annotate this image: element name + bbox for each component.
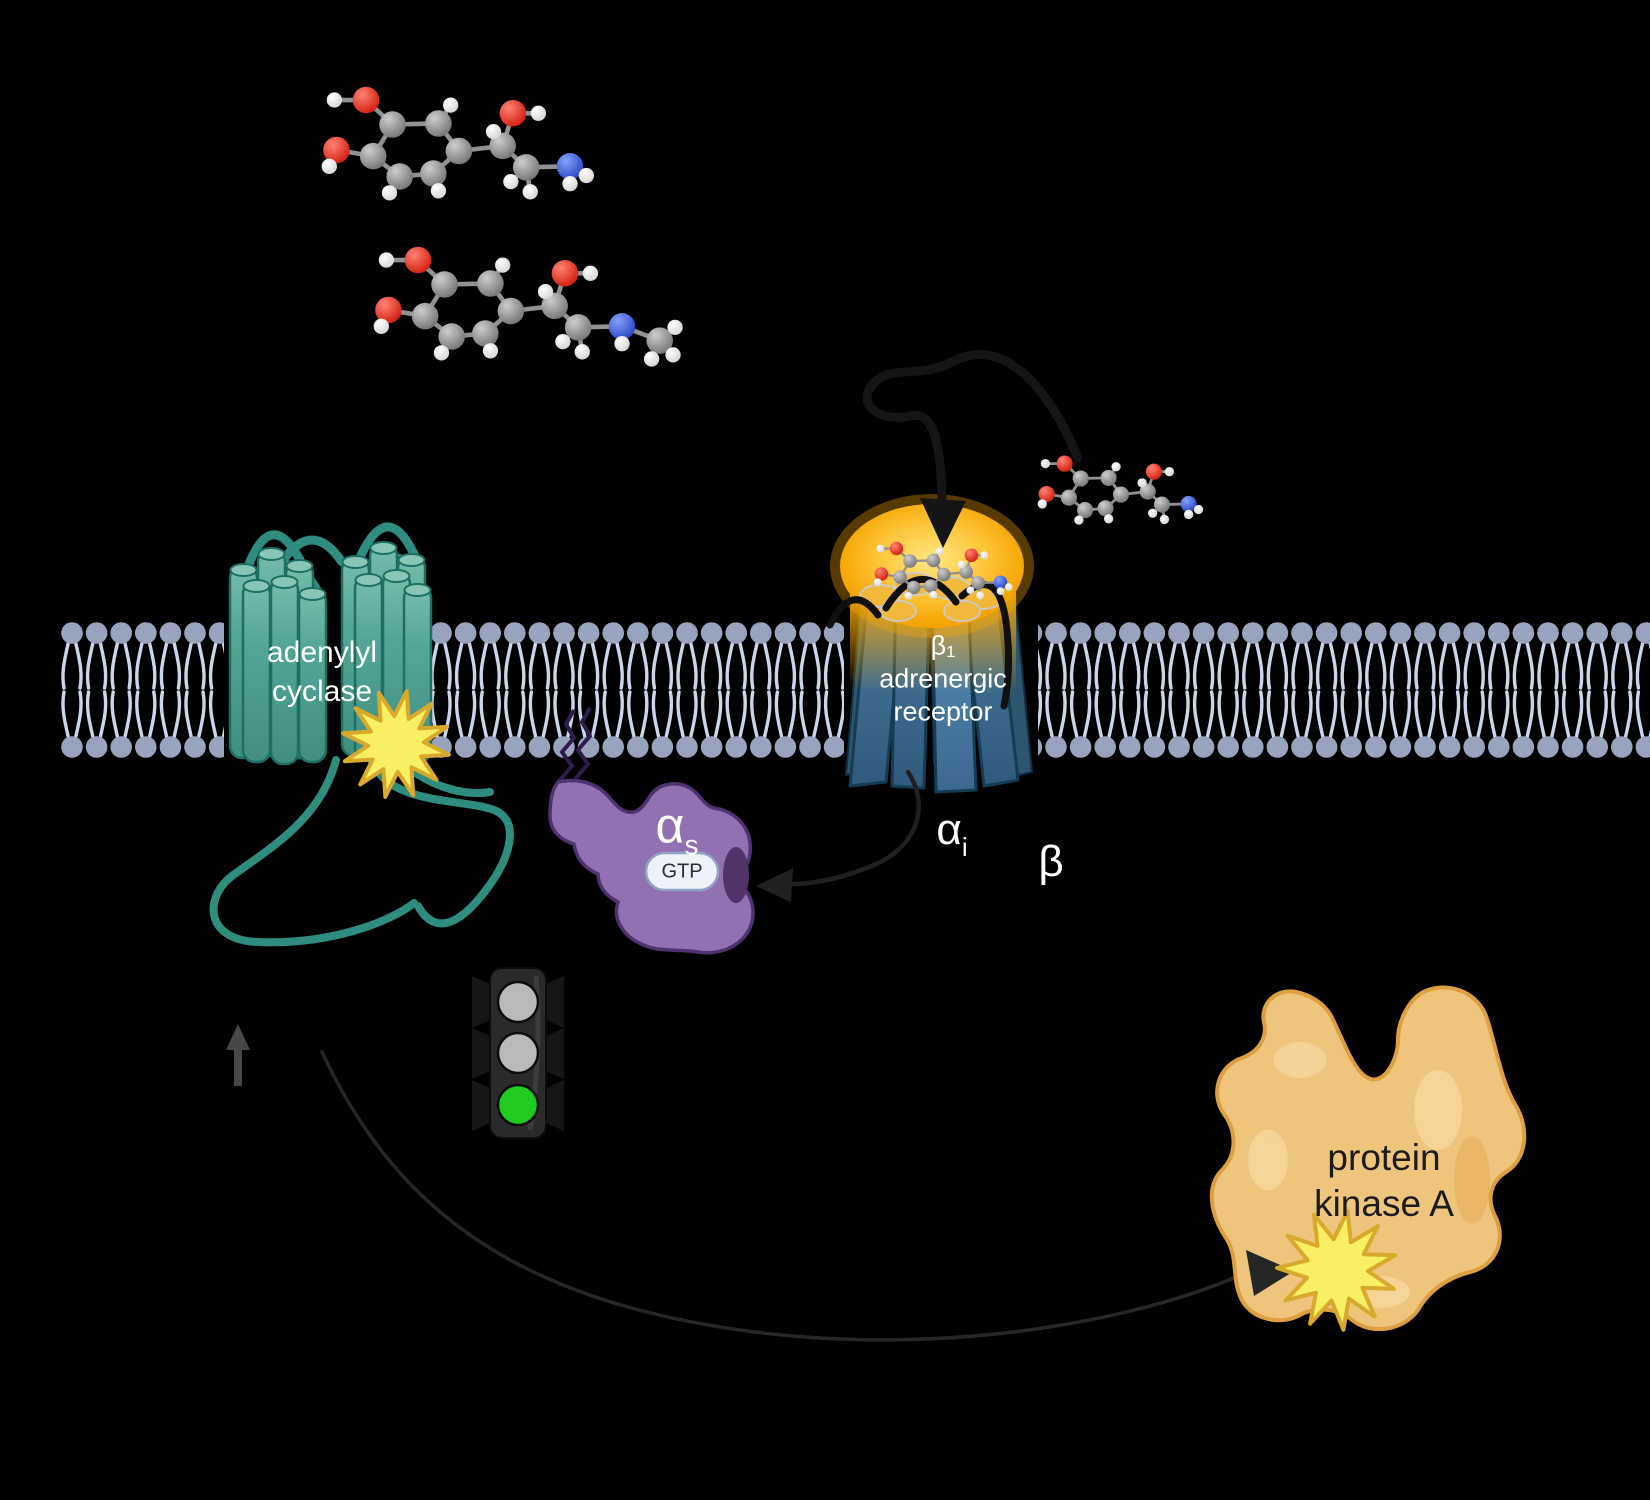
phospholipid xyxy=(1315,622,1338,758)
epinephrine-molecule xyxy=(373,246,683,367)
camp-activation-arrowhead xyxy=(1246,1250,1294,1296)
phospholipid xyxy=(1561,622,1584,758)
phospholipid xyxy=(479,622,502,758)
pka-shading xyxy=(1454,1136,1490,1224)
phospholipid xyxy=(1365,622,1387,758)
phospholipid xyxy=(1119,622,1141,758)
norepinephrine-molecule xyxy=(321,86,594,201)
phospholipid xyxy=(1266,622,1289,758)
alpha-i-exchange-arrow xyxy=(756,769,921,902)
traffic-light-top xyxy=(496,980,540,1024)
phospholipid xyxy=(1611,622,1633,758)
phospholipid xyxy=(799,622,821,758)
phospholipid xyxy=(1488,622,1510,758)
camp-activation-arrow xyxy=(320,1050,1254,1342)
free-norepinephrine-molecule xyxy=(1037,455,1204,525)
phospholipid xyxy=(1635,622,1650,758)
phospholipid xyxy=(676,622,698,758)
phospholipid xyxy=(750,622,772,758)
adenylyl-cyclase xyxy=(209,522,514,947)
traffic-light xyxy=(472,967,564,1139)
phospholipid xyxy=(1143,622,1166,758)
phospholipid xyxy=(774,622,797,758)
ligand-binding-arrowhead xyxy=(920,498,966,548)
phospholipid xyxy=(1414,622,1436,758)
phospholipid xyxy=(110,622,132,758)
phospholipid xyxy=(602,622,624,758)
phospholipid xyxy=(1438,622,1461,758)
alpha-s-shadow-lobe xyxy=(723,847,749,903)
phospholipid xyxy=(1291,622,1313,758)
traffic-light-middle xyxy=(496,1031,540,1075)
ac-activation-starburst xyxy=(341,689,451,799)
phospholipid xyxy=(1045,622,1067,758)
phospholipid xyxy=(1217,622,1239,758)
phospholipid xyxy=(528,622,551,758)
upregulation-arrow xyxy=(226,1024,250,1086)
phospholipid xyxy=(1537,622,1559,758)
ac-cytoplasmic-tails xyxy=(209,756,514,947)
phospholipid xyxy=(61,622,83,758)
phospholipid xyxy=(1069,622,1092,758)
phospholipid xyxy=(823,622,846,758)
phospholipid xyxy=(725,622,747,758)
ac-helix-bundle xyxy=(228,541,433,766)
phospholipid xyxy=(1340,622,1362,758)
phospholipid xyxy=(1389,622,1412,758)
phospholipid xyxy=(184,622,206,758)
g-protein-alpha-s xyxy=(548,707,755,955)
phospholipid xyxy=(85,622,108,758)
phospholipid xyxy=(1463,622,1485,758)
phospholipid xyxy=(454,622,477,758)
bound-norepinephrine-molecule xyxy=(873,541,1013,600)
protein-kinase-a xyxy=(1209,985,1527,1332)
phospholipid xyxy=(700,622,723,758)
phospholipid xyxy=(651,622,674,758)
phospholipid xyxy=(1512,622,1535,758)
phospholipid xyxy=(627,622,649,758)
phospholipid xyxy=(1242,622,1264,758)
phospholipid xyxy=(504,622,526,758)
gtp-pill xyxy=(644,851,720,892)
phospholipid xyxy=(1586,622,1608,758)
phospholipid xyxy=(1192,622,1215,758)
traffic-light-visors xyxy=(472,976,564,1131)
traffic-light-green xyxy=(496,1083,540,1127)
pka-activation-starburst xyxy=(1275,1209,1398,1332)
phospholipid xyxy=(1094,622,1116,758)
phospholipid xyxy=(135,622,157,758)
phospholipid xyxy=(159,622,182,758)
beta1-adrenergic-receptor xyxy=(826,350,1083,794)
phospholipid xyxy=(1168,622,1190,758)
ligand-binding-arrow xyxy=(862,350,1083,507)
